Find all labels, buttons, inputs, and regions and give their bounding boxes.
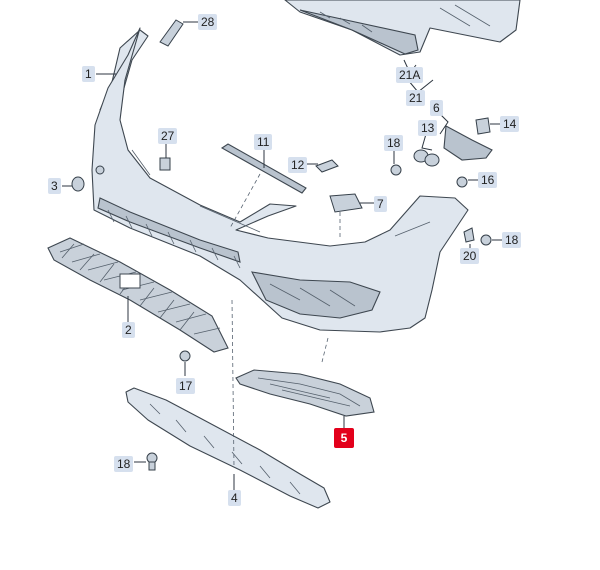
callout-5-highlighted: 5 [334,428,354,448]
callout-21: 21 [406,90,426,106]
part-11-drawing [220,143,307,229]
part-2-drawing [47,237,229,353]
callout-20: 20 [460,248,480,264]
impact-bar-drawing [284,0,521,93]
callout-21a: 21A [396,67,424,83]
callout-14: 14 [500,116,520,132]
part-27-drawing [159,142,171,171]
callout-2: 2 [122,322,135,338]
callout-17: 17 [176,378,196,394]
callout-4: 4 [228,490,241,506]
part-5-drawing [235,337,375,428]
part-6-drawing [390,109,500,188]
callout-11: 11 [254,134,273,150]
part-18-drawing [134,452,158,471]
part-4-drawing [125,299,331,509]
callout-6: 6 [430,100,443,116]
callout-18-bottom: 18 [114,456,134,472]
part-20-drawing [463,227,502,250]
callout-3: 3 [48,178,61,194]
part-17-drawing [179,350,191,376]
part-28-drawing [159,19,198,47]
part-7-drawing [329,193,374,238]
callout-13: 13 [418,120,438,136]
bumper-cover-drawing [91,27,469,333]
callout-1: 1 [82,66,95,82]
part-3-drawing [62,176,85,192]
callout-27: 27 [158,128,178,144]
callout-28: 28 [198,14,218,30]
callout-7: 7 [374,196,387,212]
callout-18-top: 18 [384,135,404,151]
callout-12: 12 [288,157,308,173]
callout-16: 16 [478,172,498,188]
callout-18-right: 18 [502,232,522,248]
part-12-drawing [306,159,339,173]
